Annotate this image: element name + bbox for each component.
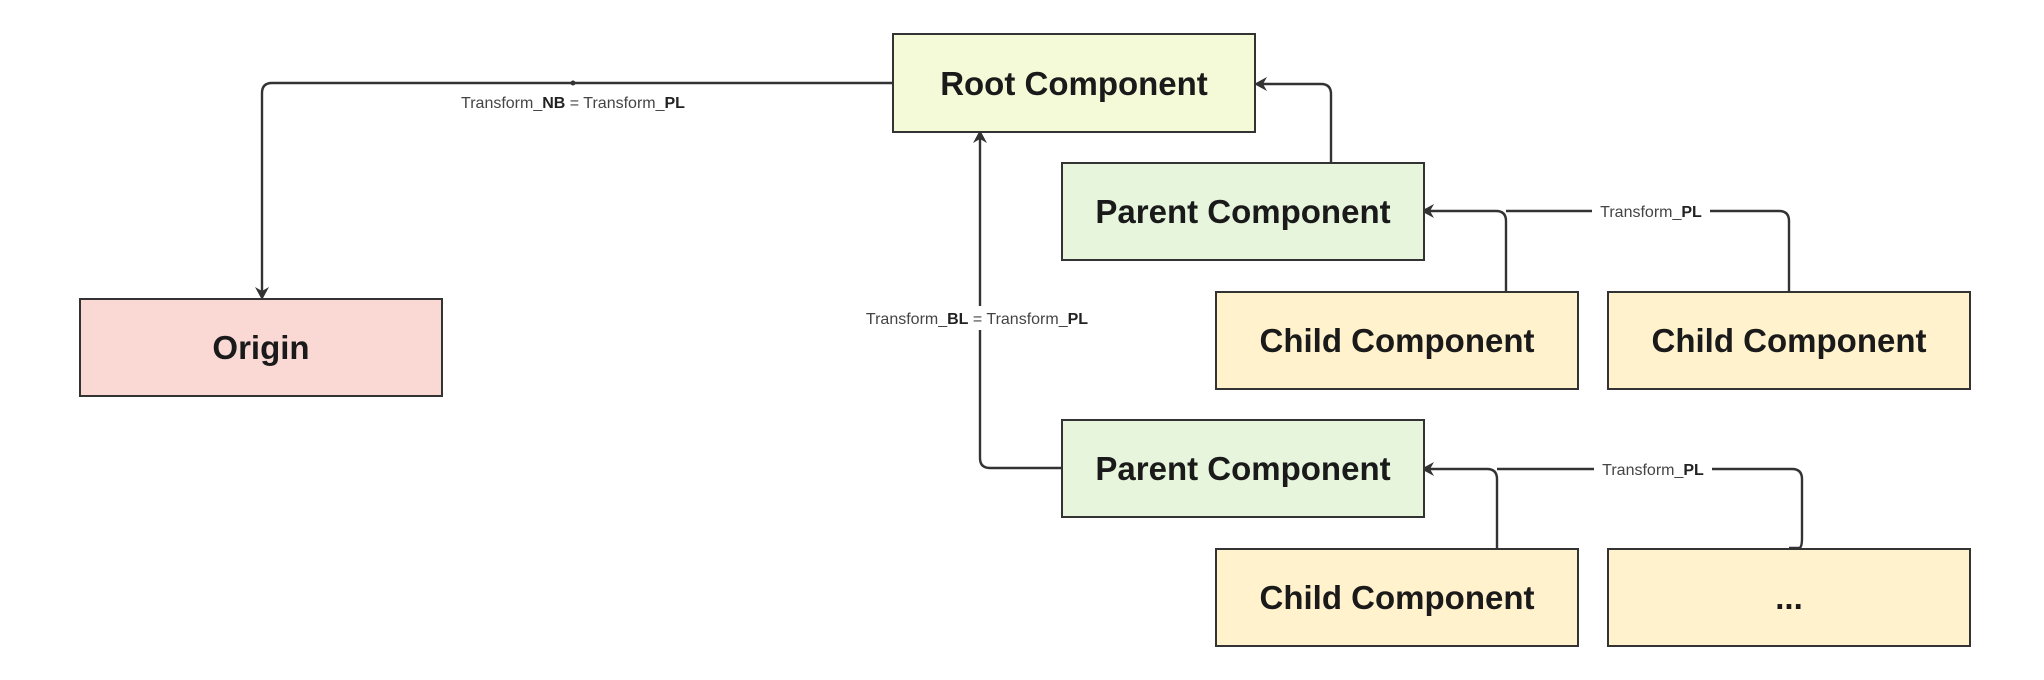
node-ellipsis-box [1607, 548, 1971, 647]
node-root-box [892, 33, 1256, 133]
node-parent-component-2[interactable]: Parent Component [1061, 419, 1425, 518]
edge-label-bg [852, 306, 1102, 330]
node-child3-label: Child Component [1260, 579, 1535, 616]
node-child2-box [1607, 291, 1971, 390]
node-child1-label: Child Component [1260, 322, 1535, 359]
node-child3-box [1215, 548, 1579, 647]
edge-label-bg [1592, 200, 1710, 222]
node-parent1-label: Parent Component [1095, 193, 1390, 230]
edge-label-parent2-root: Transform_BL = Transform_PL [866, 311, 1088, 328]
node-child-component-1[interactable]: Child Component [1215, 291, 1579, 390]
edge-label-root-origin: Transform_NB = Transform_PL [461, 95, 685, 112]
node-origin[interactable]: Origin [79, 298, 443, 397]
node-ellipsis-label: ... [1775, 579, 1803, 616]
node-child-component-2[interactable]: Child Component [1607, 291, 1971, 390]
edge-label-children1: Transform_PL [1600, 204, 1702, 221]
edge-root-to-origin [255, 81, 893, 300]
edge-parent2-to-root [973, 130, 1062, 470]
edge-label-bg [1594, 458, 1712, 480]
node-origin-label: Origin [212, 329, 309, 366]
node-origin-box [79, 298, 443, 397]
edge-more-to-parent2 [1497, 467, 1804, 550]
edge-child1-to-parent1 [1421, 204, 1508, 291]
node-root-component[interactable]: Root Component [892, 33, 1256, 133]
edge-child2-to-parent1 [1506, 209, 1791, 291]
edge-child3-to-parent2 [1421, 462, 1499, 548]
edge-waypoint-dot [570, 80, 576, 86]
edge-label-children2: Transform_PL [1602, 462, 1704, 479]
node-child2-label: Child Component [1652, 322, 1927, 359]
node-parent2-box [1061, 419, 1425, 518]
node-parent1-box [1061, 162, 1425, 261]
node-child1-box [1215, 291, 1579, 390]
node-root-label: Root Component [940, 65, 1208, 102]
node-parent2-label: Parent Component [1095, 450, 1390, 487]
node-child-component-3[interactable]: Child Component [1215, 548, 1579, 647]
edge-parent1-to-root [1254, 77, 1333, 163]
node-ellipsis[interactable]: ... [1607, 548, 1971, 647]
node-parent-component-1[interactable]: Parent Component [1061, 162, 1425, 261]
